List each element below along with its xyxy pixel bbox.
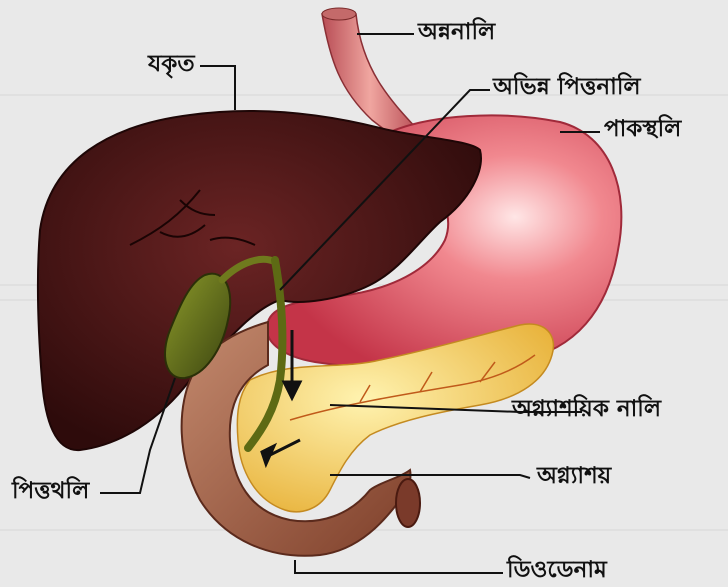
common-bile-duct-label: অভিন্ন পিত্তনালি [493, 76, 641, 99]
duodenum-end [396, 479, 420, 527]
liver-label: যকৃত [148, 53, 195, 76]
gallbladder-label: পিত্তথলি [12, 480, 89, 503]
pancreatic-duct-label: অগ্ন্যাশয়িক নালি [512, 398, 661, 421]
esophagus-label: অন্ননালি [418, 21, 495, 44]
pancreas-label: অগ্ন্যাশয় [537, 465, 611, 488]
stomach-label: পাকস্থলি [604, 118, 681, 141]
duodenum-label: ডিওডেনাম [507, 559, 607, 582]
esophagus-opening [322, 8, 356, 20]
